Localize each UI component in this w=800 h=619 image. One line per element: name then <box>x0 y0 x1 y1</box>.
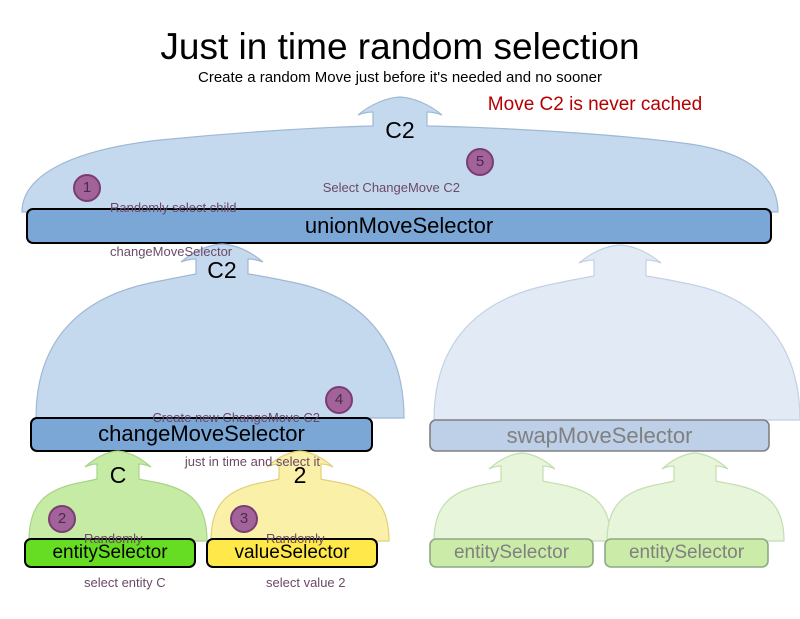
swap-entity-selector-right-label: entitySelector <box>628 542 745 563</box>
entity-selector-box[interactable] <box>24 538 196 568</box>
union-move-selector-label: unionMoveSelector <box>304 213 494 238</box>
diagram-shapes <box>21 96 800 568</box>
step-annotation-1-line-2: changeMoveSelector <box>110 243 233 259</box>
step-annotation-3-line-2: select value 2 <box>266 574 346 590</box>
page-title: Just in time random selection <box>160 26 640 67</box>
change-move-selector-box[interactable] <box>30 417 373 452</box>
diagram-canvas: Just in time random selection Create a r… <box>21 26 800 589</box>
change-move-selector-label: changeMoveSelector <box>98 421 305 446</box>
step-annotation-5: Select ChangeMove C2 <box>260 152 460 225</box>
step-annotation-2-line-1: Randomly <box>84 531 143 547</box>
swap-move-selector-label: swapMoveSelector <box>506 423 693 448</box>
swap-move-selector-arrow <box>433 244 800 421</box>
step-annotation-3-line-1: Randomly <box>266 531 325 547</box>
step-annotation-2: Randomly select entity C <box>84 503 214 619</box>
step-annotation-4: Create new ChangeMove C2 just in time an… <box>110 382 320 498</box>
swap-entity-selector-left-arrow <box>433 452 612 542</box>
union-move-selector-box[interactable] <box>26 208 772 244</box>
swap-entity-selector-left-label: entitySelector <box>453 542 570 563</box>
step-badge-5: 5 <box>466 148 494 176</box>
step-annotation-4-line-2: just in time and select it <box>184 453 320 469</box>
step-annotation-4-line-1: Create new ChangeMove C2 <box>152 410 320 426</box>
step-annotation-1-line-1: Randomly select child <box>110 200 237 216</box>
swap-move-selector-box[interactable] <box>429 419 770 452</box>
step-badge-1: 1 <box>73 174 101 202</box>
step-badge-3: 3 <box>230 505 258 533</box>
union-move-selector-arrow <box>21 96 779 213</box>
step-badge-2: 2 <box>48 505 76 533</box>
value-arrow-value-label: 2 <box>293 462 307 488</box>
step-annotation-3: Randomly select value 2 <box>266 503 396 619</box>
union-arrow-value-label: C2 <box>385 117 415 143</box>
swap-entity-selector-right-box[interactable] <box>604 538 769 568</box>
step-annotation-1: Randomly select child changeMoveSelector <box>110 172 310 288</box>
step-annotation-2-line-2: select entity C <box>84 574 166 590</box>
swap-entity-selector-left-box[interactable] <box>429 538 594 568</box>
change-arrow-value-label: C2 <box>207 257 237 283</box>
page-subtitle: Create a random Move just before it's ne… <box>198 69 602 86</box>
cache-warning-note: Move C2 is never cached <box>487 94 703 115</box>
change-move-selector-arrow <box>35 243 405 419</box>
step-annotation-5-line-1: Select ChangeMove C2 <box>322 180 460 196</box>
value-selector-label: valueSelector <box>234 542 350 563</box>
entity-arrow-value-label: C <box>109 462 127 488</box>
swap-entity-selector-right-arrow <box>606 452 785 542</box>
value-selector-box[interactable] <box>206 538 378 568</box>
step-badge-4: 4 <box>325 386 353 414</box>
entity-selector-label: entitySelector <box>52 542 168 563</box>
